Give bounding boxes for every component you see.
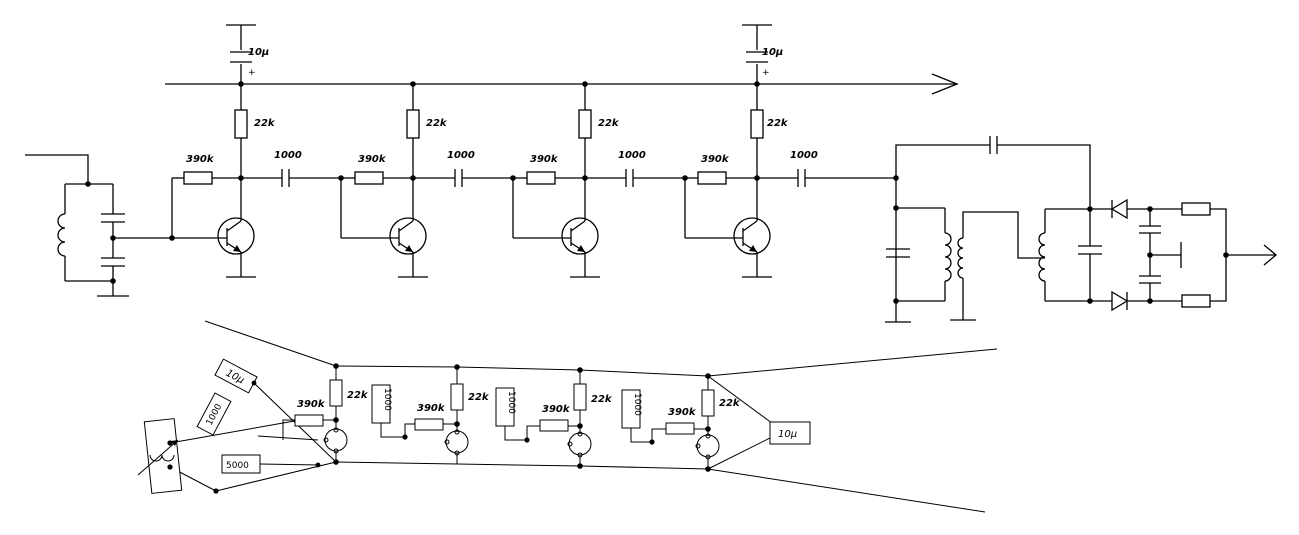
bias-resistor-1-value: 390k — [186, 154, 215, 165]
board-layout: 10μ 1000 5000 10μ 1000 1000 1000 — [137, 320, 998, 513]
layout-supply-cap-2: 10μ — [769, 421, 811, 445]
bias-resistor-2-value: 390k — [358, 154, 387, 165]
layout-collector-resistor-2-value: 22k — [468, 392, 490, 403]
layout-tuning-cap — [137, 418, 183, 494]
layout-tuning-cap-value: 5000 — [226, 461, 249, 471]
collector-resistor-3-value: 22k — [598, 118, 620, 129]
coupling-cap-1-value: 1000 — [274, 150, 302, 161]
layout-coupling-cap-3-value: 1000 — [632, 393, 642, 416]
supply-cap-2-value: 10μ — [762, 47, 783, 58]
layout-supply-cap-2-value: 10μ — [778, 429, 797, 440]
layout-collector-resistor-3-value: 22k — [591, 394, 613, 405]
coupling-cap-2-value: 1000 — [447, 150, 475, 161]
layout-coupling-cap-3: 1000 — [621, 389, 652, 443]
input-tank — [25, 154, 172, 297]
supply-cap-1-plus: + — [248, 68, 256, 78]
layout-tuning-cap-box: 5000 — [221, 454, 261, 474]
supply-cap-1: 10μ + — [226, 24, 269, 84]
layout-coupling-cap-2-value: 1000 — [506, 391, 516, 414]
layout-bias-resistor-2-value: 390k — [417, 403, 446, 414]
layout-input-cap: 1000 — [196, 392, 232, 436]
stage-2: 22k 390k 1000 — [338, 81, 513, 278]
supply-cap-2: 10μ + — [742, 24, 783, 84]
layout-stage-1: 22k 390k — [282, 363, 369, 468]
stage-4: 22k 390k 1000 — [682, 81, 896, 278]
stage-1: 22k 390k 1000 — [169, 81, 341, 278]
detector-section — [885, 136, 1278, 323]
coupling-cap-4-value: 1000 — [790, 150, 818, 161]
supply-rail — [165, 73, 959, 95]
layout-bias-resistor-1-value: 390k — [297, 399, 326, 410]
layout-supply-cap-1: 10μ — [214, 358, 258, 394]
layout-rails — [169, 320, 998, 513]
supply-cap-1-value: 10μ — [248, 47, 269, 58]
layout-coupling-cap-2: 1000 — [495, 387, 527, 441]
stage-3: 22k 390k 1000 — [510, 81, 685, 278]
coupling-cap-3-value: 1000 — [618, 150, 646, 161]
layout-stage-3: 22k 390k — [524, 367, 613, 469]
top-schematic: 10μ + 10μ + — [25, 24, 1278, 323]
bias-resistor-3-value: 390k — [530, 154, 559, 165]
supply-cap-2-plus: + — [762, 68, 770, 78]
layout-stage-4: 22k 390k — [649, 373, 741, 472]
layout-coupling-cap-1: 1000 — [371, 384, 405, 438]
collector-resistor-2-value: 22k — [426, 118, 448, 129]
layout-collector-resistor-4-value: 22k — [719, 398, 741, 409]
collector-resistor-1-value: 22k — [254, 118, 276, 129]
layout-bias-resistor-4-value: 390k — [668, 407, 697, 418]
layout-coupling-cap-1-value: 1000 — [382, 388, 392, 411]
layout-stage-2: 22k 390k — [402, 364, 490, 464]
layout-collector-resistor-1-value: 22k — [347, 390, 369, 401]
bias-resistor-4-value: 390k — [701, 154, 730, 165]
layout-bias-resistor-3-value: 390k — [542, 404, 571, 415]
collector-resistor-4-value: 22k — [767, 118, 789, 129]
